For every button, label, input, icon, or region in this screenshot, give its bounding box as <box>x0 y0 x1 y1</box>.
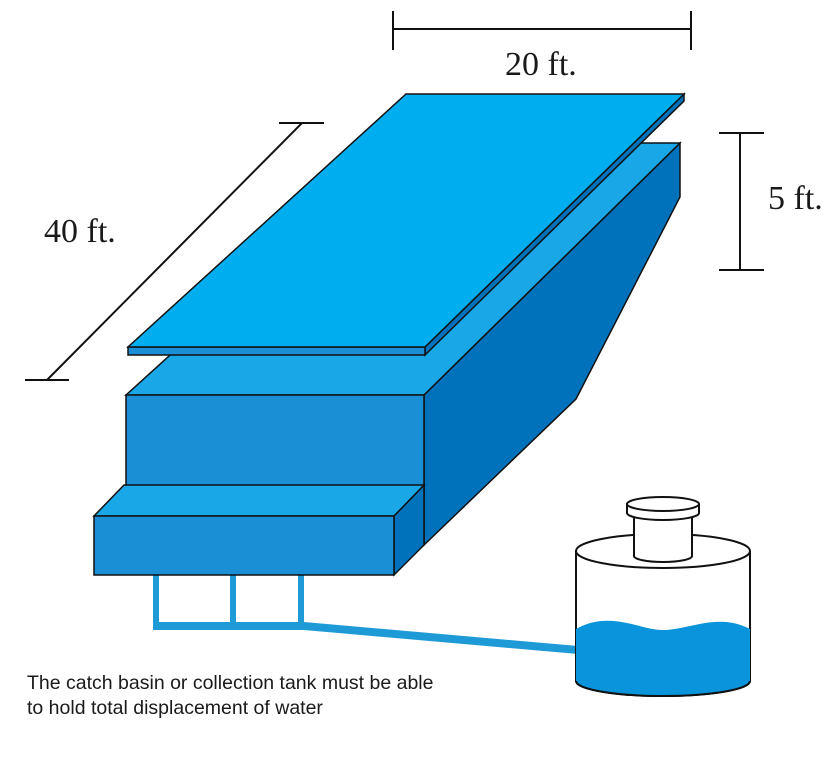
width-dimension-line <box>392 11 692 50</box>
tank-lid <box>126 92 686 357</box>
tank-front-face <box>125 394 425 494</box>
length-dimension-line <box>25 122 324 381</box>
collection-tank <box>575 496 751 697</box>
step-front-face <box>93 515 395 576</box>
drain-pipes <box>153 574 578 654</box>
caption: The catch basin or collection tank must … <box>27 671 487 721</box>
step-top-face <box>92 484 426 517</box>
caption-line-2: to hold total displacement of water <box>27 697 323 719</box>
width-label: 20 ft. <box>505 46 577 83</box>
water-in-collection-tank <box>576 620 750 696</box>
length-label: 40 ft. <box>44 213 116 250</box>
caption-line-1: The catch basin or collection tank must … <box>27 672 434 694</box>
height-dimension-line <box>719 132 764 271</box>
height-label: 5 ft. <box>768 180 823 217</box>
